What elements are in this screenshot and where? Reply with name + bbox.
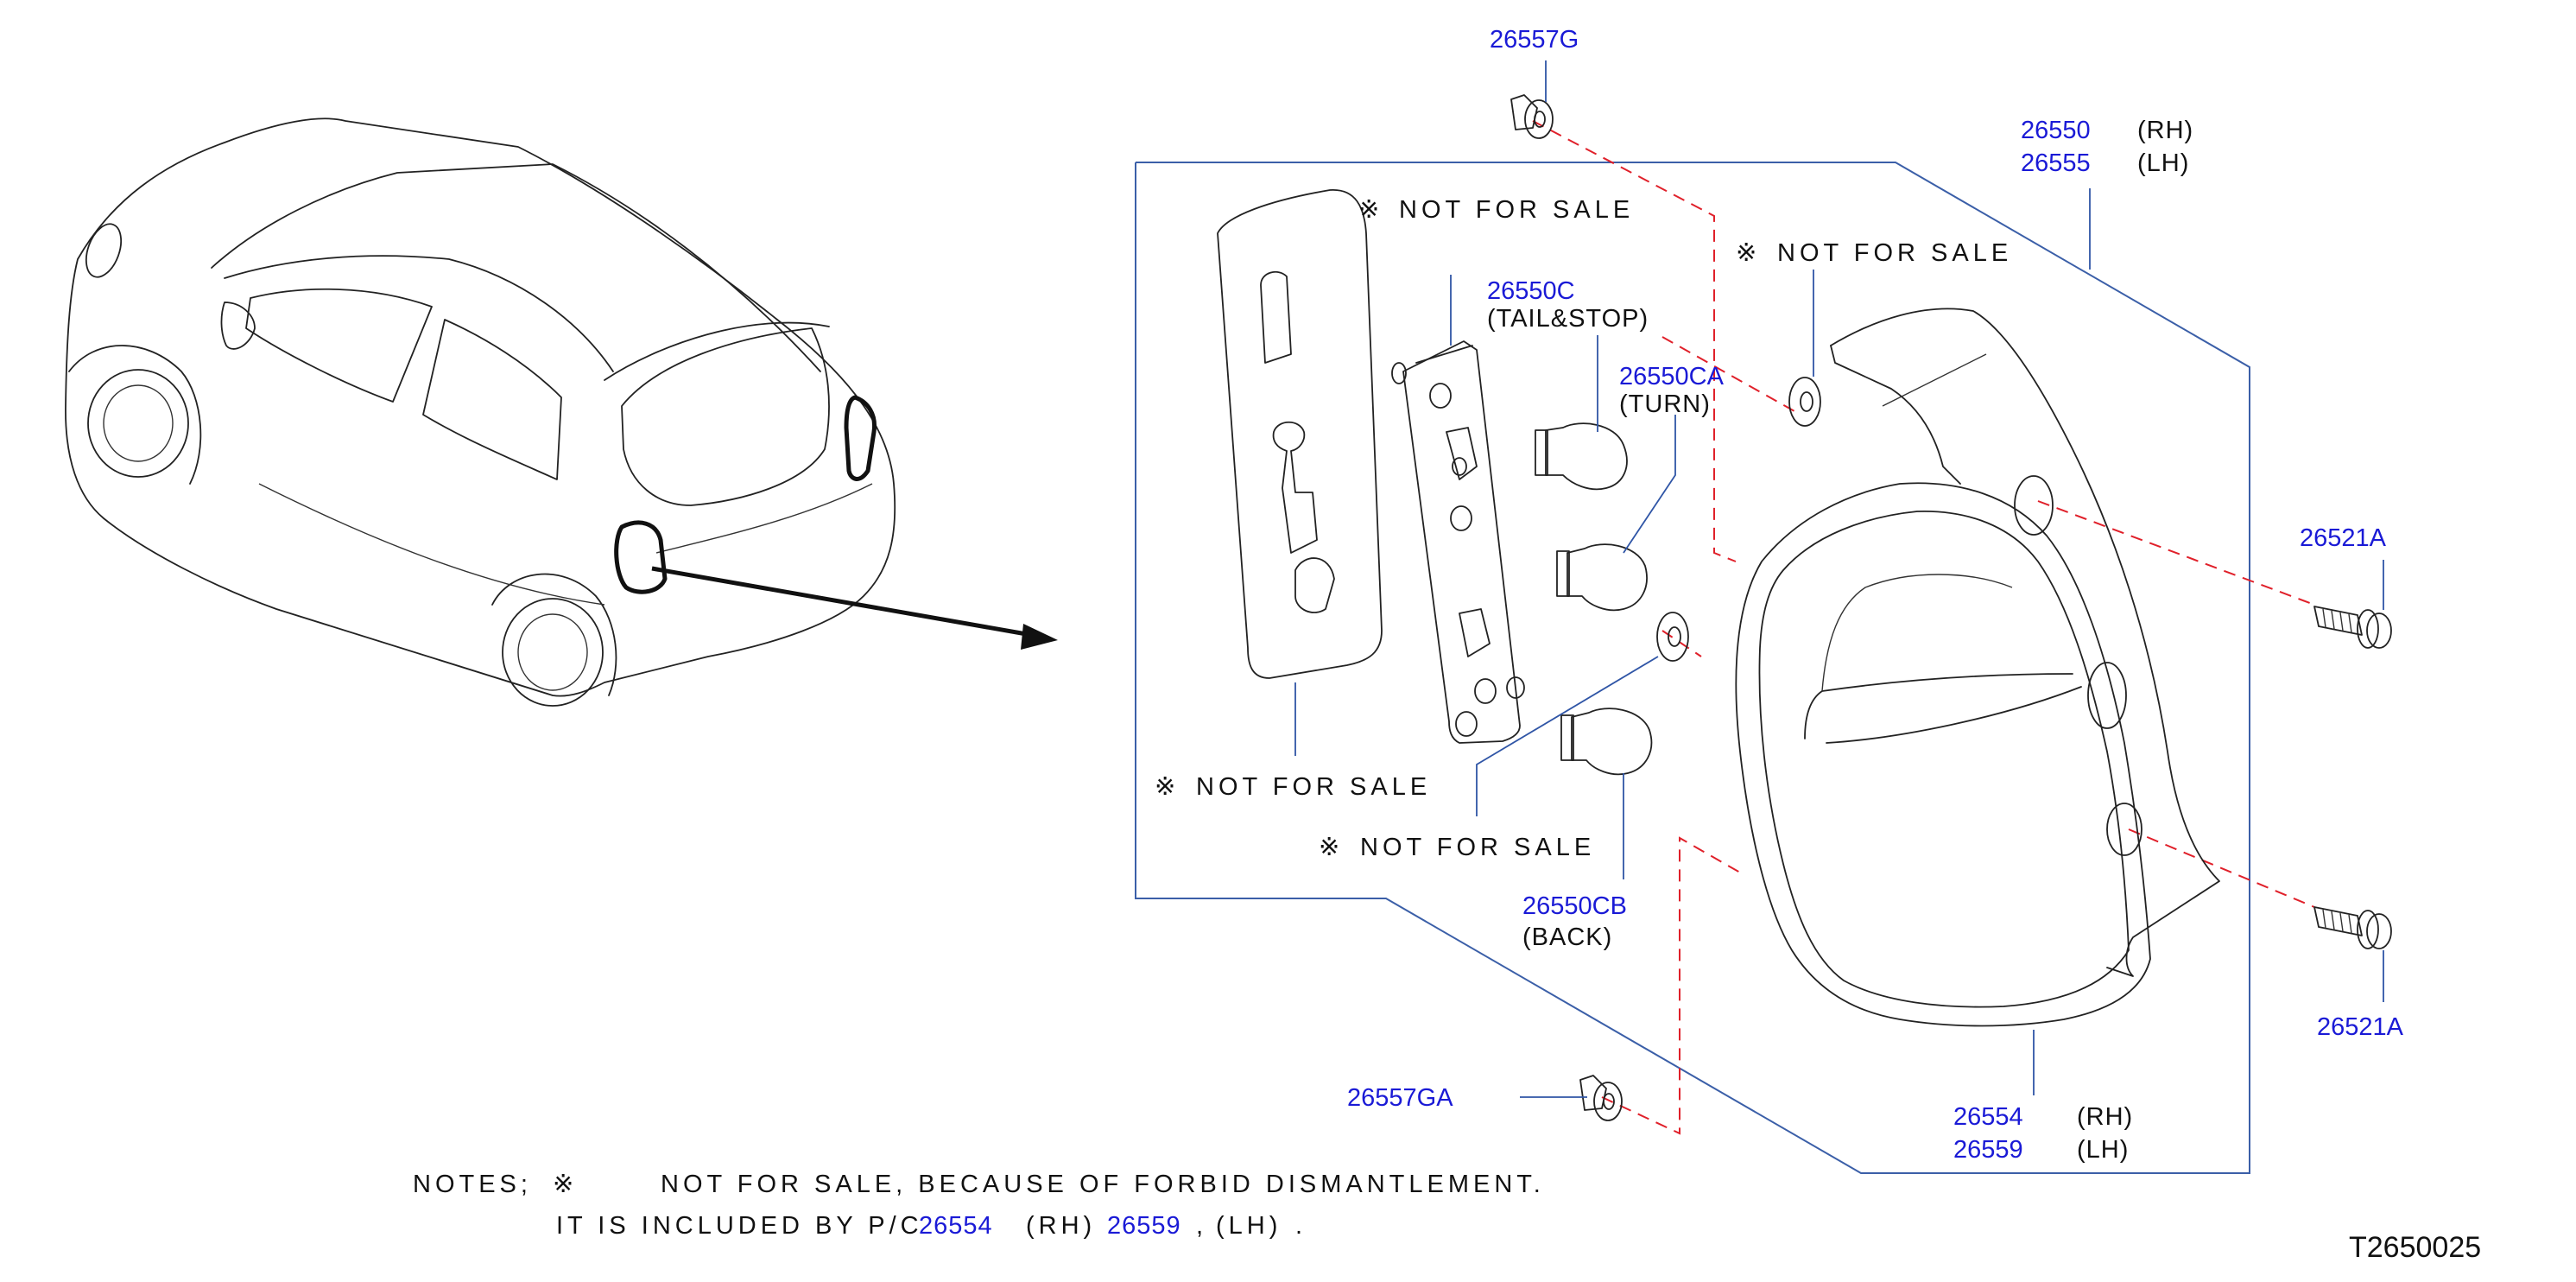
not-for-sale-label: NOT FOR SALE [1360, 834, 1595, 861]
gasket-part [1217, 189, 1383, 679]
arrow-head-icon [1021, 624, 1058, 650]
grommet-middle [1656, 612, 1689, 662]
drawing-code: T2650025 [2349, 1231, 2481, 1264]
notes-block: NOTES; ※ NOT FOR SALE, BECAUSE OF FORBID… [413, 1171, 1545, 1240]
bulb-turn [1556, 543, 1648, 612]
socket-plate-part [1391, 340, 1525, 744]
callout-lens-lh[interactable]: 26559 [1953, 1136, 2023, 1164]
reference-mark-icon: ※ [1358, 196, 1383, 224]
callout-bulb-tail[interactable]: 26550C [1487, 277, 1575, 305]
callout-clip-top[interactable]: 26557G [1490, 26, 1579, 54]
callout-bulb-turn[interactable]: 26550CA [1619, 363, 1725, 390]
vehicle-overview [65, 117, 1058, 707]
bulb-tail-stop [1535, 422, 1628, 491]
clip-top-part [1510, 94, 1554, 139]
lens-part [1735, 482, 2151, 1027]
notes-part-rh[interactable]: 26554 [919, 1212, 993, 1240]
reference-mark-icon: ※ [1319, 834, 1344, 861]
reference-mark-icon: ※ [553, 1171, 578, 1198]
callout-bulb-back[interactable]: 26550CB [1522, 892, 1627, 920]
notes-part-lh[interactable]: 26559 [1107, 1212, 1181, 1240]
clip-bottom-part [1579, 1075, 1623, 1121]
notes-side-lh: (LH) [1216, 1212, 1282, 1240]
not-for-sale-grommet: ※ NOT FOR SALE [1736, 239, 2012, 267]
screw-upper-part [2313, 606, 2392, 649]
notes-prefix: NOTES; [413, 1171, 532, 1198]
callout-lamp-rh-side: (RH) [2137, 117, 2193, 144]
notes-separator: , [1196, 1212, 1207, 1240]
callout-lens-rh[interactable]: 26554 [1953, 1103, 2023, 1131]
callout-bulb-tail-desc: (TAIL&STOP) [1487, 305, 1649, 333]
alignment-lines [1532, 120, 2315, 1135]
screw-lower-part [2313, 906, 2392, 949]
callout-lamp-rh[interactable]: 26550 [2021, 117, 2091, 144]
callout-screw-upper[interactable]: 26521A [2300, 524, 2387, 552]
bulb-back [1560, 708, 1653, 776]
not-for-sale-gasket: ※ NOT FOR SALE [1155, 773, 1431, 801]
lamp-housing-part [1830, 308, 2220, 977]
callout-lens-rh-side: (RH) [2077, 1103, 2133, 1131]
lamp-location-right [844, 395, 877, 481]
pointer-arrow [651, 566, 1037, 638]
notes-end: . [1295, 1212, 1307, 1240]
notes-line-1: NOT FOR SALE, BECAUSE OF FORBID DISMANTL… [661, 1171, 1545, 1198]
callout-clip-bottom[interactable]: 26557GA [1347, 1084, 1453, 1112]
not-for-sale-grommet-lower: ※ NOT FOR SALE [1319, 834, 1595, 861]
not-for-sale-label: NOT FOR SALE [1399, 196, 1634, 224]
leader-lines [1294, 60, 2384, 1098]
grommet-upper [1788, 377, 1821, 427]
callout-bulb-back-desc: (BACK) [1522, 923, 1612, 951]
reference-mark-icon: ※ [1736, 239, 1761, 267]
callout-lamp-lh[interactable]: 26555 [2021, 149, 2091, 177]
callout-lens-lh-side: (LH) [2077, 1136, 2129, 1164]
not-for-sale-label: NOT FOR SALE [1777, 239, 2012, 267]
not-for-sale-gasket-plate: ※ NOT FOR SALE [1358, 196, 1634, 224]
callout-screw-lower[interactable]: 26521A [2317, 1013, 2404, 1041]
assembly-frame [1135, 162, 2250, 1174]
reference-mark-icon: ※ [1155, 773, 1180, 801]
notes-line-2: IT IS INCLUDED BY P/C [556, 1212, 923, 1240]
callout-bulb-turn-desc: (TURN) [1619, 390, 1711, 418]
callout-lamp-lh-side: (LH) [2137, 149, 2189, 177]
not-for-sale-label: NOT FOR SALE [1196, 773, 1431, 801]
notes-side-rh: (RH) [1026, 1212, 1096, 1240]
lamp-location-left [614, 520, 668, 594]
